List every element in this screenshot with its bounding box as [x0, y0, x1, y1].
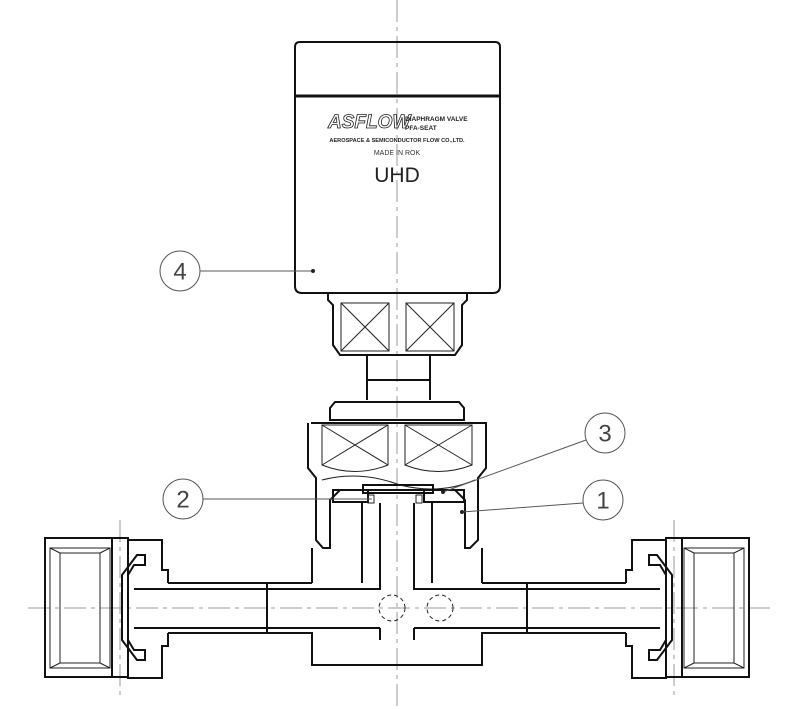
right-port — [414, 537, 750, 679]
callout-4: 4 — [159, 250, 315, 292]
nameplate: ASFLOW DIAPHRAGM VALVE PFA-SEAT AEROSPAC… — [327, 112, 469, 187]
callout-2: 2 — [162, 478, 372, 520]
brand-logo: ASFLOW — [327, 112, 412, 133]
callout-3: 3 — [441, 412, 626, 494]
callout-number: 3 — [598, 421, 611, 448]
product-text: DIAPHRAGM VALVE — [405, 116, 468, 123]
company-text: AEROSPACE & SEMICONDUCTOR FLOW CO.,LTD. — [329, 138, 465, 144]
callout-1: 1 — [460, 479, 624, 521]
bonnet — [307, 401, 487, 549]
callout-number: 4 — [173, 259, 186, 286]
seat-text: PFA-SEAT — [405, 125, 437, 132]
valve-body — [311, 503, 483, 666]
callout-number: 1 — [596, 488, 609, 515]
origin-text: MADE IN ROK — [374, 150, 421, 157]
upper-nut — [327, 293, 468, 400]
model-text: UHD — [374, 164, 420, 187]
actuator — [294, 41, 501, 294]
left-port — [44, 537, 380, 679]
callout-number: 2 — [176, 487, 189, 514]
